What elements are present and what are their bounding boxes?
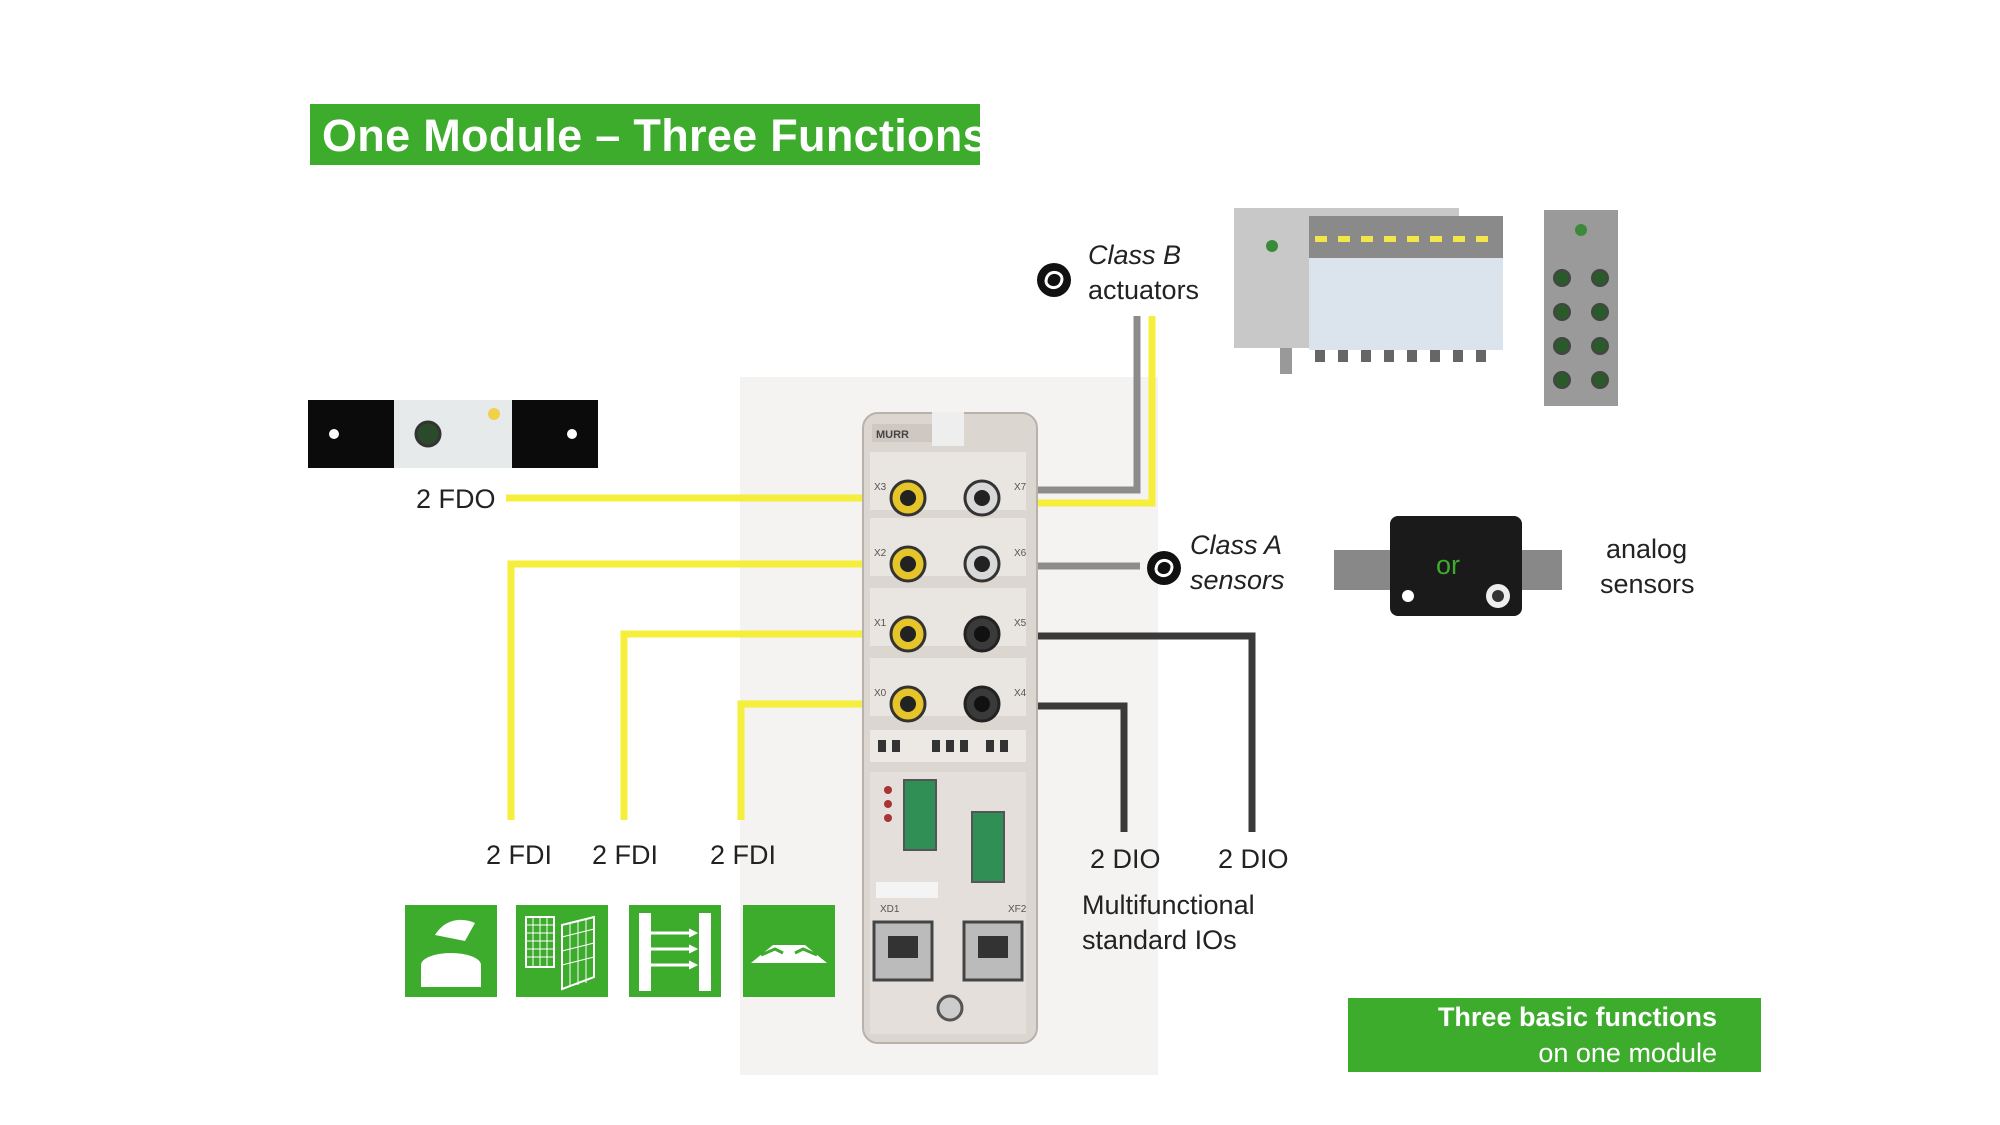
port-label-x1: X1: [874, 618, 887, 629]
port-label-x2: X2: [874, 548, 887, 559]
fdi-cable-3: [737, 700, 908, 820]
label-xd1: XD1: [880, 904, 900, 915]
class-a-label: Class A: [1190, 530, 1283, 560]
ground-screw: [936, 994, 964, 1022]
port-label-x7: X7: [1014, 482, 1027, 493]
footer-banner: Three basic functions on one module: [1348, 998, 1761, 1072]
title-banner: [310, 104, 980, 165]
light-grid-icon: [516, 905, 608, 997]
fdi-cable-2: [620, 630, 908, 820]
or-label: or: [1436, 550, 1461, 580]
power-connector-left[interactable]: [903, 779, 937, 851]
analog-sublabel: sensors: [1600, 569, 1695, 599]
multifunctional-sublabel: standard IOs: [1082, 925, 1237, 955]
multifunctional-label: Multifunctional: [1082, 890, 1255, 920]
light-curtain-icon: [629, 905, 721, 997]
port-label-x5: X5: [1014, 618, 1027, 629]
footer-subtitle: on one module: [1538, 1038, 1717, 1068]
power-connector-right[interactable]: [971, 811, 1005, 883]
footer-title: Three basic functions: [1437, 1002, 1717, 1032]
label-xf2: XF2: [1008, 904, 1027, 915]
fdi-cable-1: [507, 560, 908, 820]
recycle-icon: [1147, 551, 1181, 585]
class-b-label: Class B: [1088, 240, 1182, 270]
class-a-sublabel: sensors: [1190, 565, 1285, 595]
fdi-label-1: 2 FDI: [486, 840, 553, 870]
class-b-sublabel: actuators: [1088, 275, 1200, 305]
ethernet-port-1[interactable]: [872, 920, 934, 982]
fdi-label-3: 2 FDI: [710, 840, 777, 870]
analog-label: analog: [1606, 534, 1688, 564]
port-label-x0: X0: [874, 688, 887, 699]
safety-mat-icon: [743, 905, 835, 997]
port-rows: X3 X7 X2 X6 X1 X5 X0 X4: [870, 452, 1027, 723]
recycle-icon: [1037, 263, 1071, 297]
io-module-details: MURR X3 X7 X2 X6 X1 X5: [870, 412, 1027, 1034]
page-title: One Module – Three Functions: [322, 110, 988, 161]
dio-label-1: 2 DIO: [1090, 844, 1161, 874]
port-label-x6: X6: [1014, 548, 1027, 559]
port-label-x4: X4: [1014, 688, 1027, 699]
fdo-device: [308, 400, 598, 468]
fdi-label-2: 2 FDI: [592, 840, 659, 870]
fdo-label: 2 FDO: [416, 484, 496, 514]
valve-terminal: [1234, 208, 1618, 406]
emergency-stop-icon: [405, 905, 497, 997]
brand-label: MURR: [876, 429, 909, 441]
port-label-x3: X3: [874, 482, 887, 493]
dio-label-2: 2 DIO: [1218, 844, 1289, 874]
dio-cable-1: [992, 632, 1256, 832]
analog-sensor-device: [1334, 516, 1562, 616]
class-b-cable: [992, 316, 1156, 507]
